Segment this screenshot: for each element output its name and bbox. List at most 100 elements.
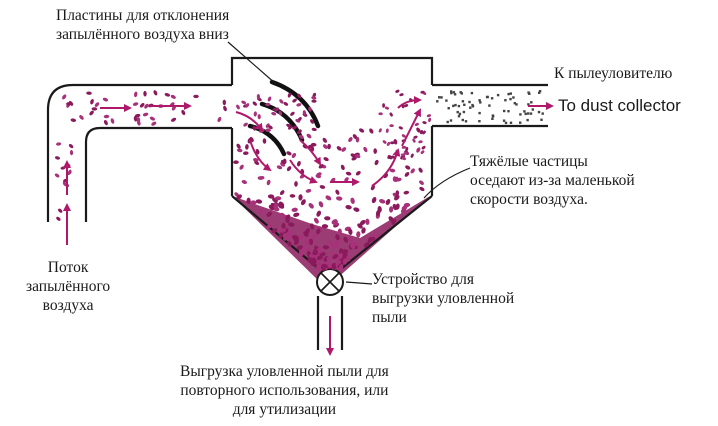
dust-particle xyxy=(292,125,298,130)
dust-particle xyxy=(297,93,302,99)
dust-particle xyxy=(321,264,326,272)
dust-particle xyxy=(342,249,349,254)
dust-particle xyxy=(421,145,426,150)
dust-particle xyxy=(265,128,271,133)
dust-particle xyxy=(389,112,393,117)
dust-particle xyxy=(337,228,342,235)
dust-particle xyxy=(193,94,199,99)
fine-dust-particle xyxy=(526,118,529,122)
heavy-label-line-3: скорости воздуха. xyxy=(470,191,588,208)
dust-particle xyxy=(328,241,334,247)
dust-particle xyxy=(278,204,285,209)
dust-particle xyxy=(289,194,296,198)
dust-particle xyxy=(291,207,298,212)
dust-particle xyxy=(258,175,265,180)
dust-particle xyxy=(338,264,344,271)
dust-particle xyxy=(361,227,366,234)
fine-dust-particle xyxy=(503,109,506,113)
heavy-label-line-2: оседают из-за маленькой xyxy=(470,172,635,189)
fine-dust-particle xyxy=(515,103,518,106)
dust-particle xyxy=(271,111,277,116)
heavy-leader xyxy=(423,167,471,199)
dust-particle xyxy=(67,169,72,175)
dust-particle xyxy=(354,154,361,159)
dust-particle xyxy=(233,160,239,164)
fine-dust-particle xyxy=(507,92,510,96)
dust-particle xyxy=(292,235,298,241)
fine-dust-particle xyxy=(468,100,471,104)
dust-particle xyxy=(308,203,314,209)
fine-dust-particle xyxy=(459,91,462,94)
dust-particle xyxy=(241,100,247,105)
dust-particle xyxy=(382,103,386,108)
dust-particle xyxy=(296,103,302,107)
dust-particle xyxy=(335,258,342,264)
dust-particle xyxy=(374,159,379,166)
dust-particle xyxy=(292,98,297,103)
fine-dust-particle xyxy=(509,92,512,95)
dust-particle xyxy=(378,128,382,133)
dust-particle xyxy=(133,116,138,122)
dust-particle xyxy=(416,127,421,133)
fine-dust-particle xyxy=(458,112,462,116)
dust-particle xyxy=(393,139,398,145)
dust-particle xyxy=(281,222,286,230)
dust-particle xyxy=(404,172,410,177)
dust-particle xyxy=(278,110,283,116)
dust-particle xyxy=(236,194,242,200)
dust-particle xyxy=(304,238,310,245)
dust-particle xyxy=(400,153,406,157)
fine-dust-particle xyxy=(490,97,494,100)
dust-particle xyxy=(287,240,292,247)
dust-particle xyxy=(327,143,331,150)
inflow-label-line-3: воздуха xyxy=(42,297,94,314)
dust-particle xyxy=(62,181,67,187)
dust-particle xyxy=(428,117,432,123)
dust-particle xyxy=(274,196,282,201)
dust-particle xyxy=(91,107,98,111)
rotary-valve-icon xyxy=(316,268,344,296)
fine-dust-particle xyxy=(527,103,530,106)
dust-particle xyxy=(309,223,315,230)
dust-particle xyxy=(351,156,357,161)
dust-particle xyxy=(103,119,108,126)
dust-particle xyxy=(89,110,94,116)
dust-particle xyxy=(273,204,279,211)
leader-lines xyxy=(227,41,471,285)
dust-particle xyxy=(401,205,408,211)
dust-particle xyxy=(418,167,423,173)
dust-particle xyxy=(321,224,329,229)
dust-particle xyxy=(286,151,292,156)
dust-particle xyxy=(323,157,329,162)
discharge-label-line-1: Выгрузка уловленной пыли для xyxy=(180,363,389,380)
dust-particle xyxy=(253,158,259,162)
dust-particle xyxy=(373,148,378,154)
fine-dust-particle xyxy=(457,115,461,118)
fine-dust-particle xyxy=(469,106,472,109)
dust-particle xyxy=(86,91,92,95)
dust-particle xyxy=(94,102,100,107)
dust-particle xyxy=(276,165,283,170)
dust-particle xyxy=(236,104,240,110)
dust-particle xyxy=(338,248,344,255)
fine-dust-particle xyxy=(530,101,533,104)
fine-dust-particle xyxy=(454,103,457,107)
dust-particle xyxy=(403,190,410,195)
dust-particle xyxy=(300,199,306,206)
dust-particle xyxy=(304,247,312,252)
dust-particle xyxy=(322,137,327,143)
fine-dust-particle xyxy=(438,96,441,99)
dust-particle xyxy=(341,147,347,152)
dust-particle xyxy=(387,155,392,159)
dust-particle xyxy=(311,127,317,132)
dust-particle xyxy=(268,204,275,211)
valve-label: Устройство для выгрузки уловленной пыли xyxy=(372,270,514,327)
fine-dust-particle xyxy=(452,91,456,94)
dust-particle xyxy=(252,125,256,131)
dust-particle xyxy=(348,137,353,142)
dust-particle xyxy=(355,170,361,176)
dust-particle xyxy=(365,218,370,225)
fine-dust-particle xyxy=(445,99,448,102)
fine-dust-particle xyxy=(471,103,474,107)
dust-particle xyxy=(316,228,321,235)
